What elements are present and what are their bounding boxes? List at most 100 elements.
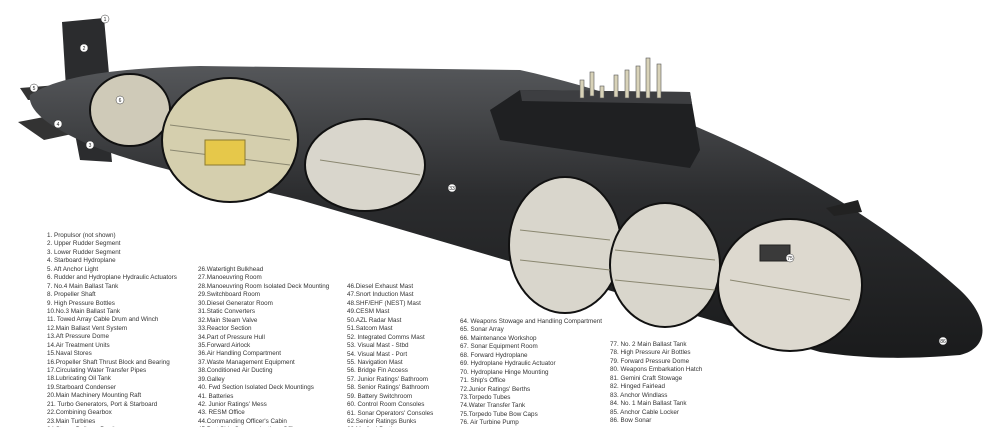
callout-number: 3: [89, 143, 92, 149]
legend-item: 77. No. 2 Main Ballast Tank: [610, 341, 687, 348]
legend-item: 38.Conditioned Air Ducting: [198, 367, 273, 375]
forward-hydroplane: [826, 200, 862, 216]
legend-item: 82. Hinged Fairlead: [610, 383, 665, 391]
callout-number: 1: [104, 17, 107, 23]
legend-item: 84. No. 1 Main Ballast Tank: [610, 400, 687, 408]
legend-item: 70. Hydroplane Hinge Mounting: [460, 368, 549, 376]
legend-item: 21. Turbo Generators, Port & Starboard: [47, 400, 158, 408]
legend-item: 78. High Pressure Air Bottles: [610, 349, 691, 357]
legend-item: 50.AZL Radar Mast: [347, 316, 402, 324]
legend-item: 85. Anchor Cable Locker: [610, 408, 679, 416]
legend-item: 67. Sonar Equipment Room: [460, 343, 538, 351]
legend-item: 40. Fwd Section Isolated Deck Mountings: [198, 384, 314, 392]
legend-item: 81. Gemini Craft Stowage: [610, 374, 683, 382]
legend-item: 26.Watertight Bulkhead: [198, 266, 264, 273]
legend-item: 39.Galley: [198, 375, 225, 383]
legend-item: 61. Sonar Operators' Consoles: [347, 409, 434, 417]
legend-item: 28.Manoeuvring Room Isolated Deck Mounti…: [198, 282, 330, 290]
legend-item: 19.Starboard Condenser: [47, 383, 116, 391]
legend-item: 43. RESM Office: [198, 409, 245, 417]
callout-number: 75: [787, 256, 793, 262]
legend-item: 71. Ship's Office: [460, 377, 506, 385]
legend-item: 69. Hydroplane Hydraulic Actuator: [460, 360, 556, 368]
legend-item: 5. Aft Anchor Light: [47, 265, 99, 273]
legend-item: 44.Commanding Officer's Cabin: [198, 417, 287, 425]
legend-item: 49.CESM Mast: [347, 308, 390, 316]
legend-column-4: 64. Weapons Stowage and Handling Compart…: [460, 318, 602, 427]
legend-item: 23.Main Turbines: [47, 417, 96, 425]
legend-item: 52. Integrated Comms Mast: [347, 333, 425, 341]
legend-item: 29.Switchboard Room: [198, 291, 260, 299]
legend-item: 74.Water Transfer Tank: [460, 402, 526, 410]
legend-item: 51.Satcom Mast: [347, 325, 393, 333]
legend-item: 48.SHF/EHF (NEST) Mast: [347, 299, 421, 307]
legend-item: 72.Junior Ratings' Berths: [460, 385, 531, 393]
legend-item: 56. Bridge Fin Access: [347, 367, 408, 375]
legend-item: 16.Propeller Shaft Thrust Block and Bear…: [47, 358, 170, 366]
legend-item: 79. Forward Pressure Dome: [610, 357, 690, 365]
legend-item: 68. Forward Hydroplane: [460, 351, 528, 359]
legend-item: 20.Main Machinery Mounting Raft: [47, 392, 142, 400]
legend-item: 33.Reactor Section: [198, 325, 252, 333]
legend-item: 18.Lubricating Oil Tank: [47, 375, 111, 383]
legend-item: 3. Lower Rudder Segment: [47, 248, 121, 256]
legend-item: 42. Junior Ratings' Mess: [198, 401, 267, 408]
legend-item: 7. No.4 Main Ballast Tank: [47, 282, 119, 290]
callout-number: 2: [83, 46, 86, 52]
legend-item: 27.Manoeuvring Room: [198, 274, 262, 282]
legend-item: 65. Sonar Array: [460, 326, 504, 334]
callout-number: 5: [33, 86, 36, 92]
legend-item: 60. Control Room Consoles: [347, 401, 425, 409]
legend-item: 41. Batteries: [198, 392, 234, 400]
legend-item: 9. High Pressure Bottles: [47, 299, 115, 307]
legend-item: 12.Main Ballast Vent System: [47, 324, 128, 332]
legend-item: 15.Naval Stores: [47, 350, 92, 358]
legend-item: 59. Battery Switchroom: [347, 392, 413, 400]
legend-item: 11. Towed Array Cable Drum and Winch: [47, 316, 159, 324]
legend-item: 36.Air Handling Compartment: [198, 350, 281, 358]
legend-item: 66. Maintenance Workshop: [460, 334, 537, 342]
legend-item: 4. Starboard Hydroplane: [47, 257, 116, 265]
callout-number: 6: [119, 98, 122, 104]
legend-item: 53. Visual Mast - Stbd: [347, 342, 409, 350]
legend-item: 55. Navigation Mast: [347, 358, 403, 366]
legend-item: 32.Main Steam Valve: [198, 316, 258, 324]
legend-item: 6. Rudder and Hydroplane Hydraulic Actua…: [47, 274, 177, 282]
masts: [579, 57, 662, 99]
legend-item: 31.Static Converters: [198, 308, 256, 316]
legend-item: 57. Junior Ratings' Bathroom: [347, 375, 429, 383]
legend-item: 64. Weapons Stowage and Handling Compart…: [460, 318, 602, 325]
legend-item: 54. Visual Mast - Port: [347, 350, 408, 358]
cutaway-compartments: [89, 73, 863, 352]
legend-item: 13.Aft Pressure Dome: [47, 333, 109, 341]
legend-item: 83. Anchor Windlass: [610, 391, 668, 399]
legend-item: 73.Torpedo Tubes: [460, 393, 511, 401]
legend-item: 30.Diesel Generator Room: [198, 299, 273, 307]
legend-item: 37.Waste Management Equipment: [198, 358, 295, 366]
interior-details: [169, 124, 851, 301]
sail: [490, 90, 700, 168]
legend-item: 17.Circulating Water Transfer Pipes: [47, 367, 147, 374]
legend-item: 46.Diesel Exhaust Mast: [347, 283, 414, 290]
legend-item: 2. Upper Rudder Segment: [47, 240, 121, 248]
legend-item: 62.Senior Ratings Bunks: [347, 418, 417, 425]
callout-number: 33: [449, 186, 455, 192]
legend-column-1: 1. Propulsor (not shown)2. Upper Rudder …: [47, 232, 177, 427]
legend-item: 10.No.3 Main Ballast Tank: [47, 307, 121, 315]
legend-item: 22.Combining Gearbox: [47, 409, 112, 417]
callout-number: 86: [940, 339, 946, 345]
legend-item: 34.Part of Pressure Hull: [198, 333, 265, 341]
legend-item: 35.Forward Airlock: [198, 341, 251, 349]
legend-item: 58. Senior Ratings' Bathroom: [347, 384, 430, 392]
legend-item: 76. Air Turbine Pump: [460, 419, 519, 427]
legend-item: 75.Torpedo Tube Bow Caps: [460, 410, 538, 418]
legend-item: 1. Propulsor (not shown): [47, 232, 116, 239]
legend-item: 80. Weapons Embarkation Hatch: [610, 366, 703, 374]
upper-rudder: [62, 18, 110, 88]
